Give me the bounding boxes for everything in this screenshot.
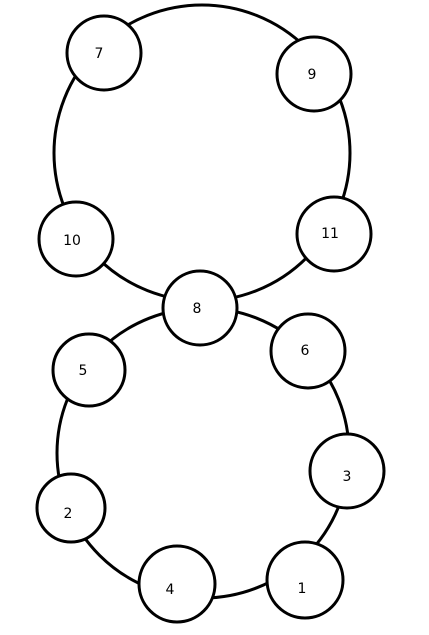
node-8: 8 [161,269,239,347]
node-6-circle [269,312,347,390]
node-5: 5 [51,332,127,408]
node-10-label: 10 [63,233,81,249]
node-1-label: 1 [298,581,307,597]
node-6-label: 6 [301,343,310,359]
node-1-circle [265,540,345,620]
node-4-label: 4 [166,582,175,598]
node-7-label: 7 [95,46,104,62]
node-8-circle [161,269,239,347]
node-4-circle [137,544,217,624]
node-7: 7 [65,14,143,92]
node-11: 11 [295,195,373,273]
node-4: 4 [137,544,217,624]
node-10-circle [37,200,115,278]
node-2-circle [35,472,107,544]
node-5-label: 5 [79,363,88,379]
node-11-circle [295,195,373,273]
node-2: 2 [35,472,107,544]
node-5-circle [51,332,127,408]
node-9-circle [275,35,353,113]
node-3-circle [308,432,386,510]
node-9: 9 [275,35,353,113]
node-7-circle [65,14,143,92]
node-3-label: 3 [343,469,352,485]
node-8-label: 8 [193,301,202,317]
node-2-label: 2 [64,506,73,522]
node-6: 6 [269,312,347,390]
node-10: 10 [37,200,115,278]
node-1: 1 [265,540,345,620]
node-11-label: 11 [321,226,339,242]
node-9-label: 9 [308,67,317,83]
node-3: 3 [308,432,386,510]
